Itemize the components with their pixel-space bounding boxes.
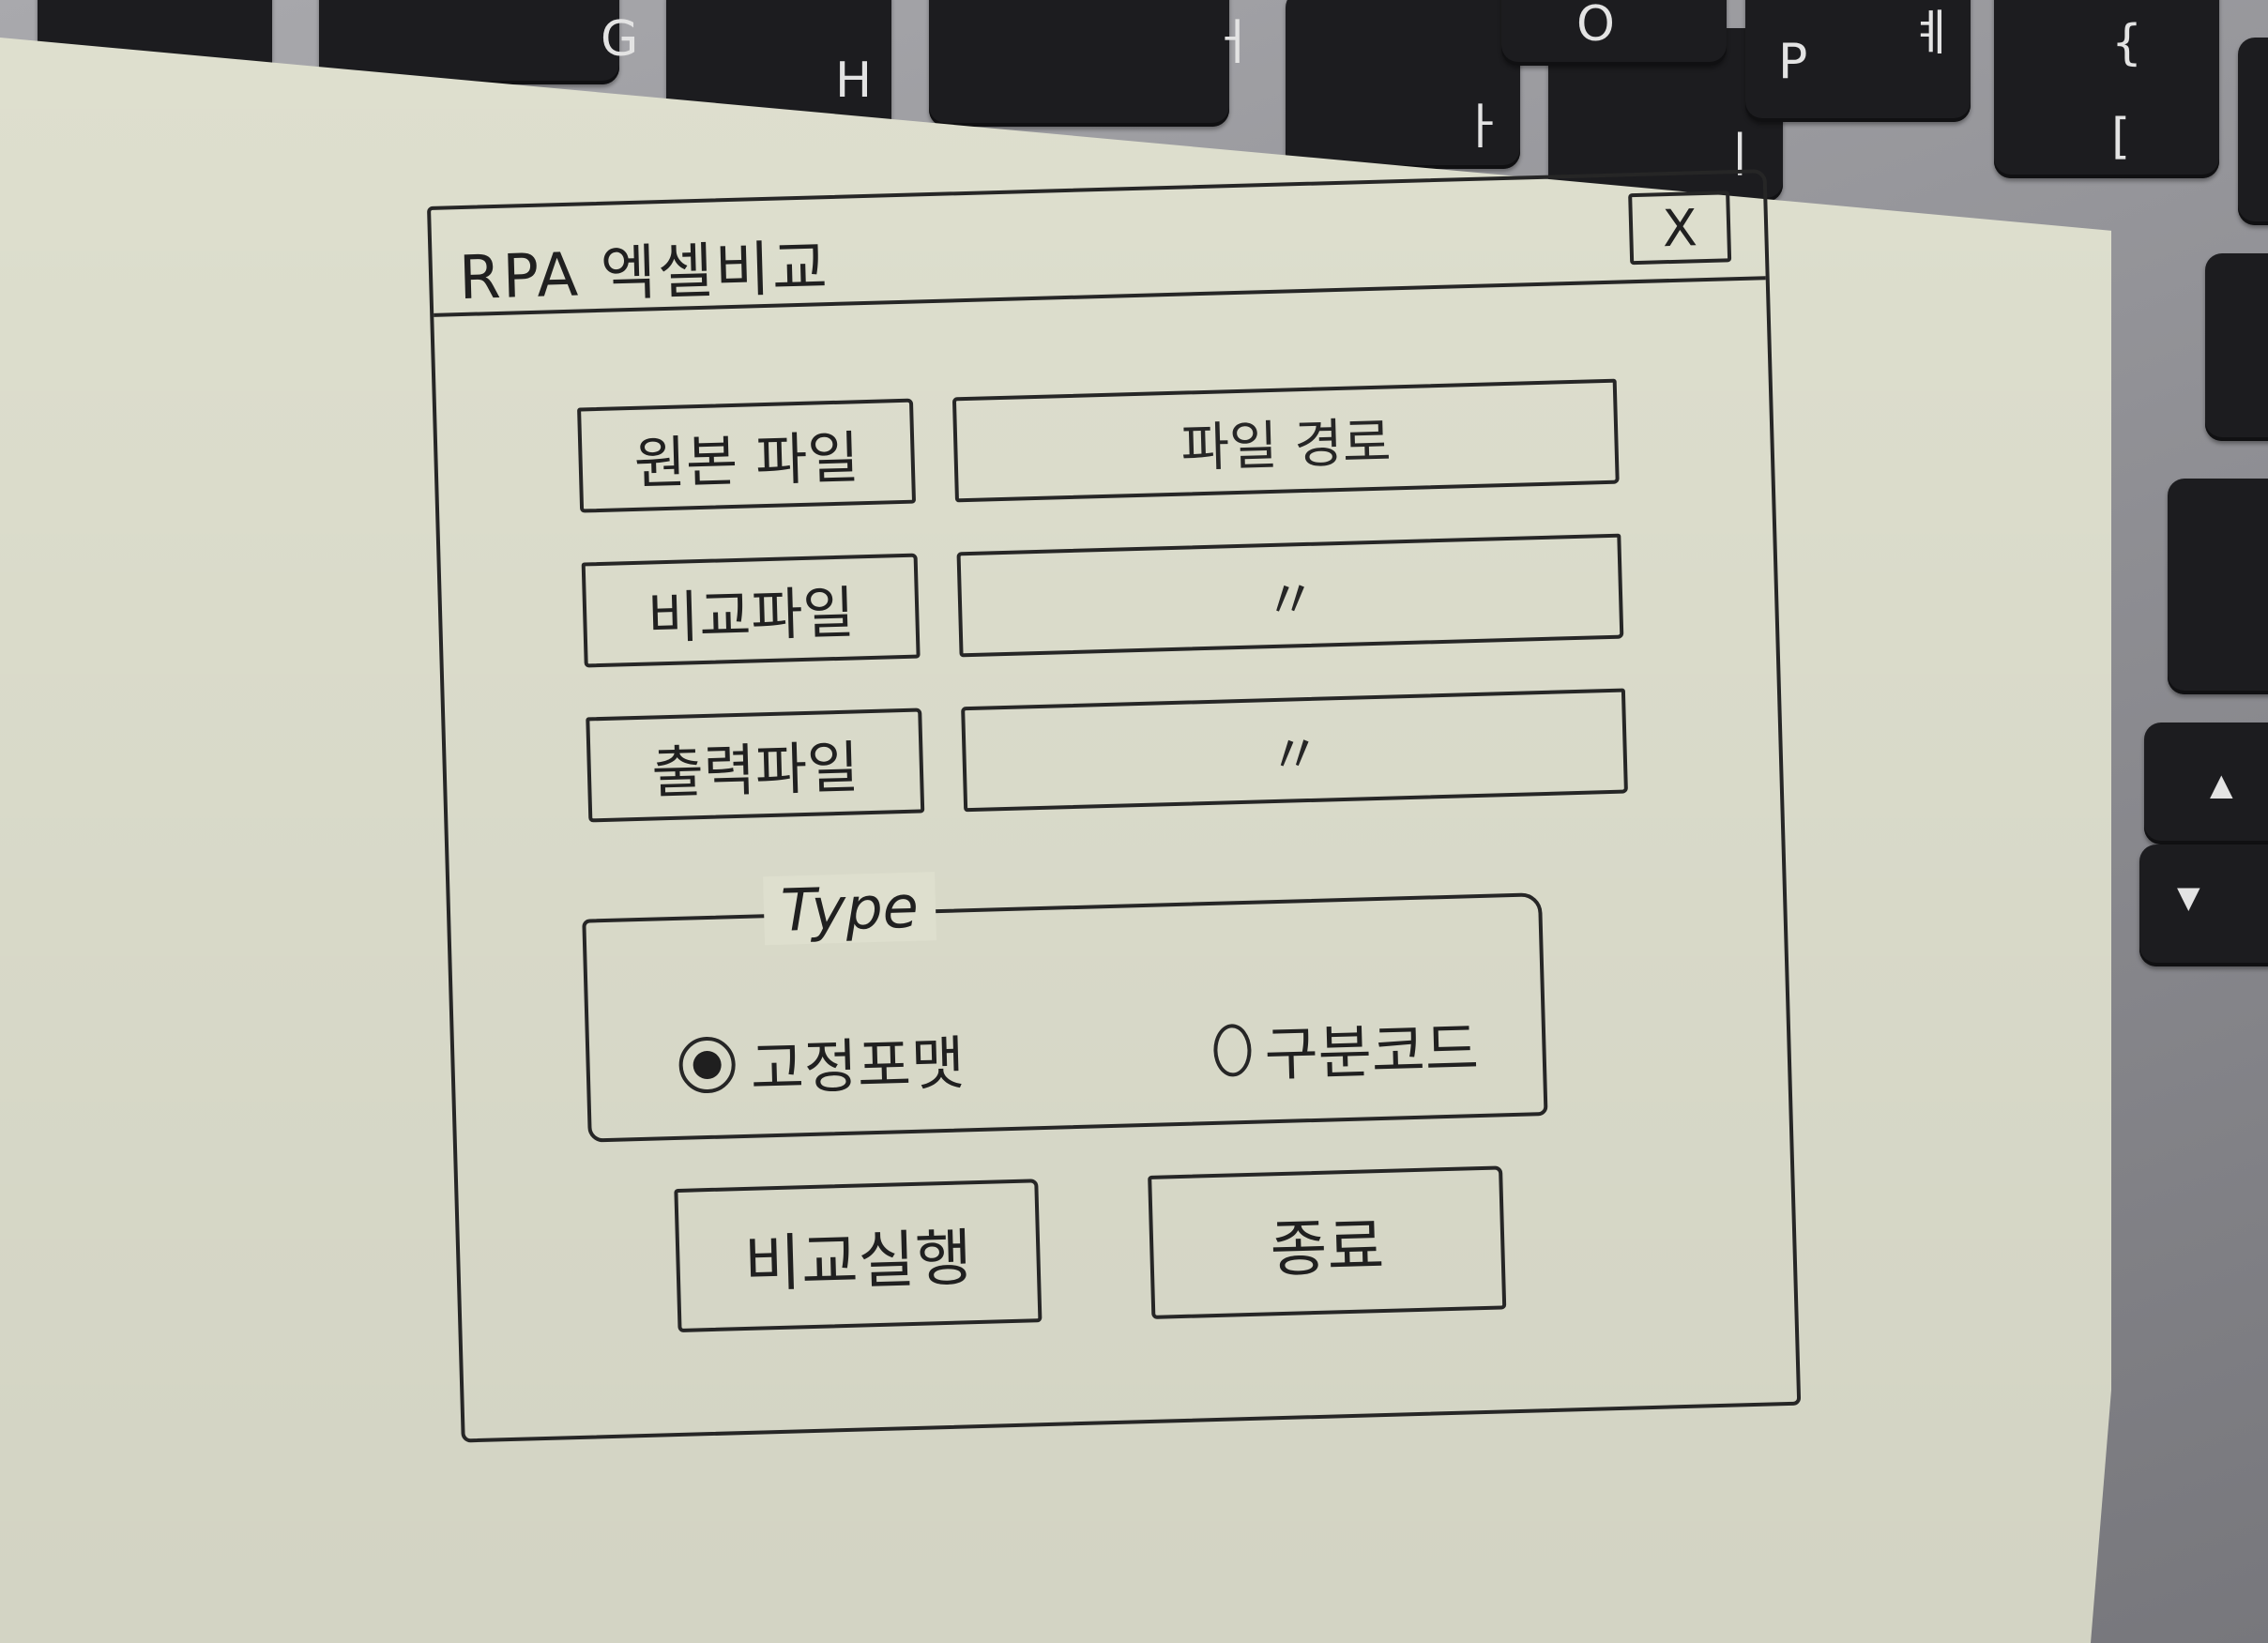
window-title: RPA 엑셀비교 <box>458 234 830 314</box>
paper-shading <box>0 38 2111 1643</box>
key-p-legend-top: ㅖ <box>1910 6 1955 62</box>
original-file-button[interactable]: 원본 파일 <box>577 398 917 513</box>
file-row-compare: 비교파일 〃 <box>581 532 1664 668</box>
key-p: ㅖ P <box>1745 0 1971 122</box>
radio-delimiter-code[interactable]: 구분코드 <box>1212 1001 1480 1093</box>
radio-fixed-format-label: 고정포맷 <box>749 1028 966 1103</box>
key-g: G <box>319 0 638 84</box>
key-right-edge-1 <box>2238 38 2268 225</box>
type-group-legend: Type <box>763 872 936 946</box>
compare-file-button[interactable]: 비교파일 <box>581 553 921 668</box>
file-row-original: 원본 파일 파일 경로 <box>577 378 1659 513</box>
run-compare-button[interactable]: 비교실행 <box>674 1179 1043 1332</box>
radio-checked-icon <box>677 1036 737 1094</box>
key-down-legend: ▼ <box>2177 879 2200 915</box>
key-j: ㅓ <box>929 0 1256 127</box>
original-file-path-field[interactable]: 파일 경로 <box>951 378 1620 503</box>
key-o: O <box>1501 0 1727 66</box>
key-p-legend-bottom: P <box>1778 34 1808 90</box>
radio-delimiter-code-label: 구분코드 <box>1263 1014 1480 1089</box>
key-right-edge-3 <box>2168 479 2268 694</box>
key-right-edge-2 <box>2205 253 2268 441</box>
key-k: ㅏ <box>1286 0 1520 169</box>
exit-button[interactable]: 종료 <box>1148 1165 1507 1319</box>
key-g-legend: G <box>601 11 639 68</box>
key-down: ▼ <box>2139 844 2268 966</box>
key-k-legend: ㅏ <box>1459 99 1504 156</box>
file-row-output: 출력파일 〃 <box>586 687 1667 823</box>
type-group-box: Type 고정포맷 구분코드 <box>582 872 1548 1143</box>
key-o-legend: O <box>1576 0 1615 53</box>
key-up-legend: ▲ <box>2210 767 2233 802</box>
output-file-path-field[interactable]: 〃 <box>961 688 1628 813</box>
radio-fixed-format[interactable]: 고정포맷 <box>677 1015 966 1107</box>
compare-file-path-field[interactable]: 〃 <box>956 533 1624 658</box>
key-j-legend: ㅓ <box>1210 15 1256 71</box>
key-h-legend: H <box>835 53 873 109</box>
key-bracket: { [ <box>1994 0 2219 178</box>
output-file-button[interactable]: 출력파일 <box>586 707 925 823</box>
radio-unchecked-icon <box>1212 1023 1253 1077</box>
key-bracket-legend-bottom: [ <box>2111 109 2131 165</box>
paper-sheet <box>0 38 2111 1643</box>
key-up: ▲ <box>2144 723 2268 844</box>
close-button[interactable]: X <box>1628 190 1732 266</box>
key-l-legend: ㅣ <box>1717 128 1762 184</box>
key-bracket-legend-top: { <box>2111 15 2143 71</box>
close-icon: X <box>1661 197 1698 258</box>
sketch-dialog-window: RPA 엑셀비교 X 원본 파일 파일 경로 비교파일 〃 출력파일 〃 Typ… <box>427 169 1802 1443</box>
